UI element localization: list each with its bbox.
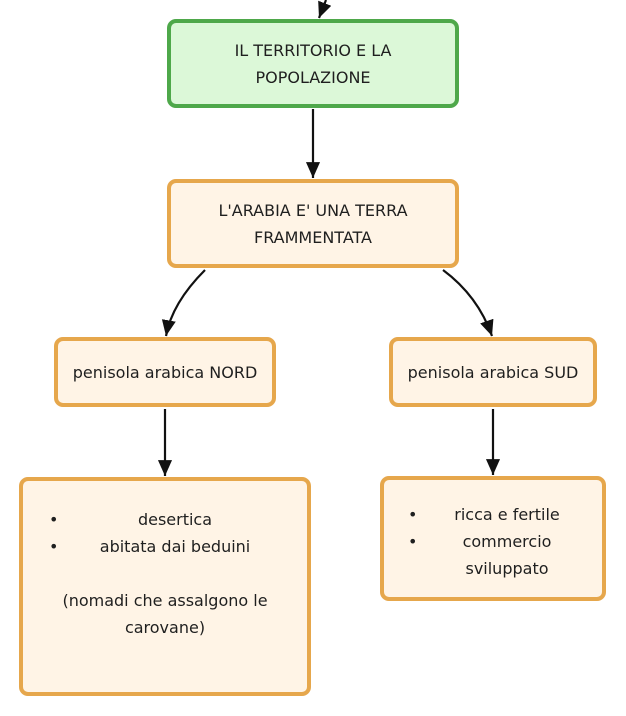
node-label: penisola arabica NORD (72, 362, 258, 382)
node-sud-details[interactable]: ricca e fertile commercio sviluppato (380, 476, 606, 601)
nord-detail-list: desertica abitata dai beduini (45, 506, 285, 560)
edge-arabia-to-sud (442, 269, 494, 337)
node-territorio-popolazione[interactable]: IL TERRITORIO E LA POPOLAZIONE (167, 19, 459, 108)
list-item: ricca e fertile (404, 501, 582, 528)
node-label: penisola arabica SUD (407, 362, 579, 382)
node-arabia-frammentata[interactable]: L'ARABIA E' UNA TERRA FRAMMENTATA (167, 179, 459, 268)
edge-arabia-to-nord (161, 269, 206, 337)
node-nord-details[interactable]: desertica abitata dai beduini (nomadi ch… (19, 477, 311, 696)
node-penisola-nord[interactable]: penisola arabica NORD (54, 337, 276, 407)
node-label: L'ARABIA E' UNA TERRA FRAMMENTATA (218, 200, 408, 247)
list-item: commercio sviluppato (404, 528, 582, 582)
sud-detail-list: ricca e fertile commercio sviluppato (404, 501, 582, 582)
nord-detail-note: (nomadi che assalgono le carovane) (62, 591, 268, 637)
list-item: desertica (45, 506, 285, 533)
node-label: IL TERRITORIO E LA POPOLAZIONE (234, 40, 392, 87)
edge-incoming-to-root (317, 0, 332, 19)
node-penisola-sud[interactable]: penisola arabica SUD (389, 337, 597, 407)
list-item: abitata dai beduini (45, 533, 285, 560)
